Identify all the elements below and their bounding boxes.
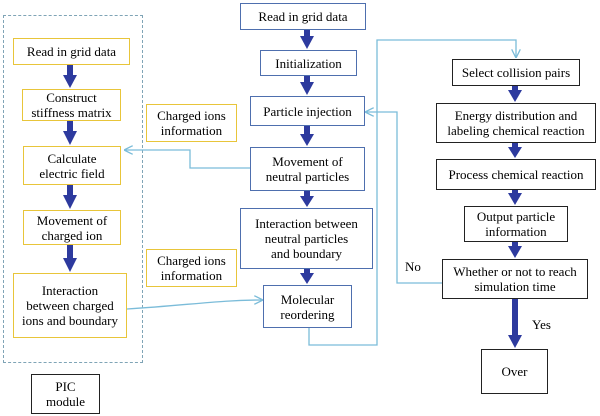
main-step-read-grid: Read in grid data xyxy=(240,3,366,30)
main-step-neutral-movement: Movement of neutral particles xyxy=(250,147,365,191)
dsmc-flow-arrows xyxy=(508,85,522,348)
pic-step-charged-ion-movement: Movement of charged ion xyxy=(23,210,121,245)
dsmc-step-over: Over xyxy=(481,349,548,394)
dsmc-step-output-info: Output particle information xyxy=(464,206,568,242)
pic-module-frame xyxy=(3,15,143,363)
main-flow-arrows xyxy=(300,29,314,284)
pic-step-charged-ion-boundary: Interaction between charged ions and bou… xyxy=(13,273,127,338)
decision-no-label: No xyxy=(405,259,421,274)
dsmc-step-process-reaction: Process chemical reaction xyxy=(436,159,596,190)
pic-step-stiffness-matrix: Construct stiffness matrix xyxy=(22,89,121,121)
main-step-initialization: Initialization xyxy=(260,50,357,76)
charged-ions-info-bottom: Charged ions information xyxy=(146,249,237,287)
pic-step-electric-field: Calculate electric field xyxy=(23,146,121,185)
pic-flow-arrows xyxy=(63,65,77,272)
pic-step-read-grid: Read in grid data xyxy=(13,38,130,65)
dsmc-step-energy-distribution: Energy distribution and labeling chemica… xyxy=(436,103,596,143)
main-step-molecular-reordering: Molecular reordering xyxy=(263,285,352,328)
decision-yes-label: Yes xyxy=(532,317,551,332)
dsmc-step-select-collision-pairs: Select collision pairs xyxy=(452,59,580,86)
dsmc-decision-simulation-time: Whether or not to reach simulation time xyxy=(442,259,588,299)
main-step-particle-injection: Particle injection xyxy=(250,96,365,126)
pic-module-label: PIC module xyxy=(31,374,100,414)
charged-ions-info-top: Charged ions information xyxy=(146,104,237,142)
main-step-neutral-boundary: Interaction between neutral particles an… xyxy=(240,208,373,269)
data-exchange-lines xyxy=(125,39,516,346)
